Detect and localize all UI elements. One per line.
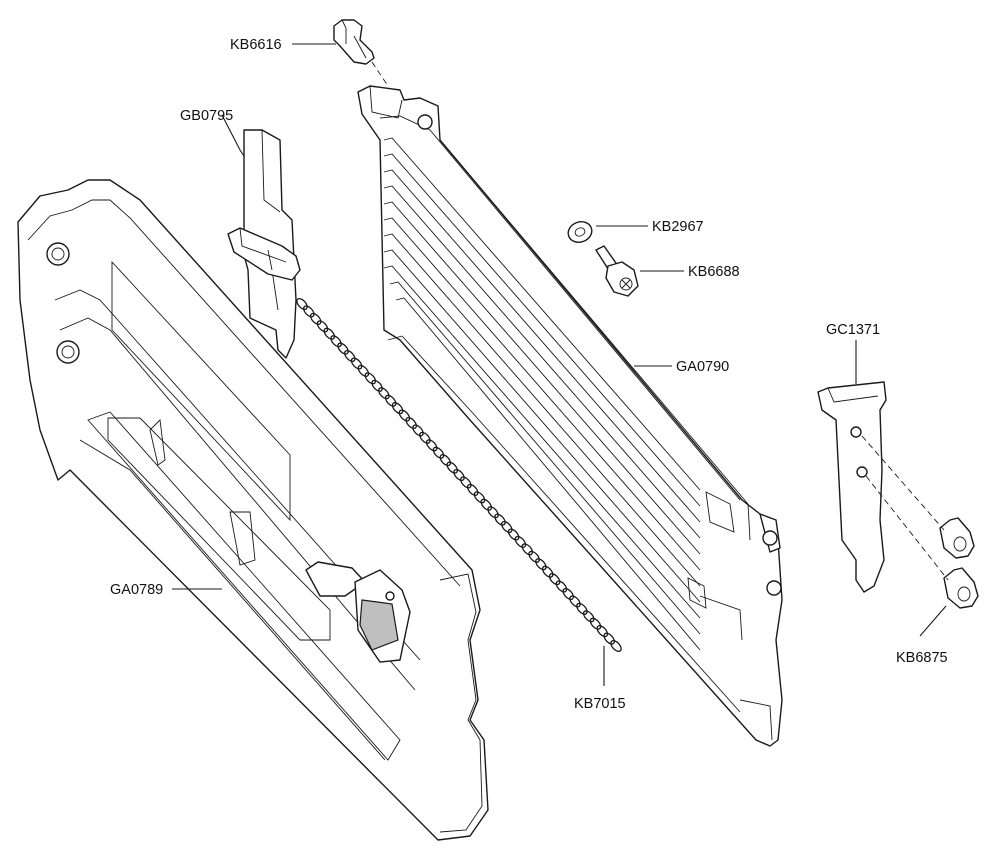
spring-coil xyxy=(357,364,370,377)
spring-coil xyxy=(507,528,520,541)
label-kb6616: KB6616 xyxy=(230,37,282,53)
spring-coil xyxy=(589,617,602,630)
spring-coil xyxy=(446,461,458,474)
spring-coil xyxy=(562,587,574,601)
spring-coil xyxy=(439,454,452,467)
spring-coil xyxy=(412,424,424,437)
spring-coil xyxy=(487,506,499,519)
spring-coil xyxy=(582,610,595,623)
spring-coil xyxy=(576,602,588,615)
spring-coil xyxy=(480,498,493,511)
spring-coil xyxy=(494,513,506,526)
spring-coil xyxy=(378,387,390,400)
spring-coil xyxy=(473,491,486,504)
spring-coil xyxy=(603,632,615,645)
spring-coil xyxy=(405,416,417,430)
spring-coil xyxy=(453,468,465,482)
spring-coil xyxy=(548,573,561,586)
spring-coil xyxy=(330,335,342,348)
spring-coil xyxy=(466,483,479,496)
spring-coil xyxy=(419,431,431,444)
spring-coil xyxy=(303,305,315,318)
part-kb6875-screws xyxy=(939,517,979,609)
part-ga0790-rail xyxy=(357,85,783,747)
part-kb2967-washer xyxy=(567,221,593,243)
spring-coil xyxy=(535,558,547,571)
spring-coil xyxy=(432,446,445,459)
spring-coil xyxy=(371,379,383,392)
part-gb0795-follower-plate xyxy=(227,129,301,359)
spring-coil xyxy=(323,327,336,340)
label-kb2967: KB2967 xyxy=(652,219,704,235)
spring-coil xyxy=(398,409,411,422)
spring-coil xyxy=(344,349,356,363)
spring-coil xyxy=(460,476,472,489)
assembly-lines xyxy=(371,61,949,581)
spring-coil xyxy=(610,639,622,653)
spring-coil xyxy=(350,357,363,370)
label-kb6875: KB6875 xyxy=(896,650,948,666)
label-kb7015: KB7015 xyxy=(574,696,626,712)
spring-coil xyxy=(541,565,554,578)
spring-coil xyxy=(316,320,329,333)
spring-coil xyxy=(569,595,581,608)
spring-coil xyxy=(555,580,568,593)
spring-coil xyxy=(425,439,438,452)
spring-coil xyxy=(364,372,377,385)
spring-coil xyxy=(391,402,404,415)
label-gc1371: GC1371 xyxy=(826,322,880,338)
label-ga0789: GA0789 xyxy=(110,582,163,598)
spring-coil xyxy=(501,520,513,534)
part-gc1371-bracket xyxy=(817,381,887,593)
spring-coil xyxy=(309,312,322,325)
label-gb0795: GB0795 xyxy=(180,108,233,124)
part-kb6688-screw xyxy=(595,245,639,297)
part-kb6616-pin xyxy=(333,19,375,65)
spring-coil xyxy=(521,543,534,556)
spring-coil xyxy=(596,625,609,638)
spring-coil xyxy=(384,394,397,407)
label-kb6688: KB6688 xyxy=(688,264,740,280)
spring-coil xyxy=(514,535,527,548)
label-ga0790: GA0790 xyxy=(676,359,729,375)
part-ga0789-magazine-housing xyxy=(17,179,489,841)
part-kb7015-spring xyxy=(296,297,622,653)
spring-coil xyxy=(296,297,308,311)
spring-coil xyxy=(528,550,540,563)
spring-coil xyxy=(337,342,349,355)
leader-lines xyxy=(172,43,947,686)
